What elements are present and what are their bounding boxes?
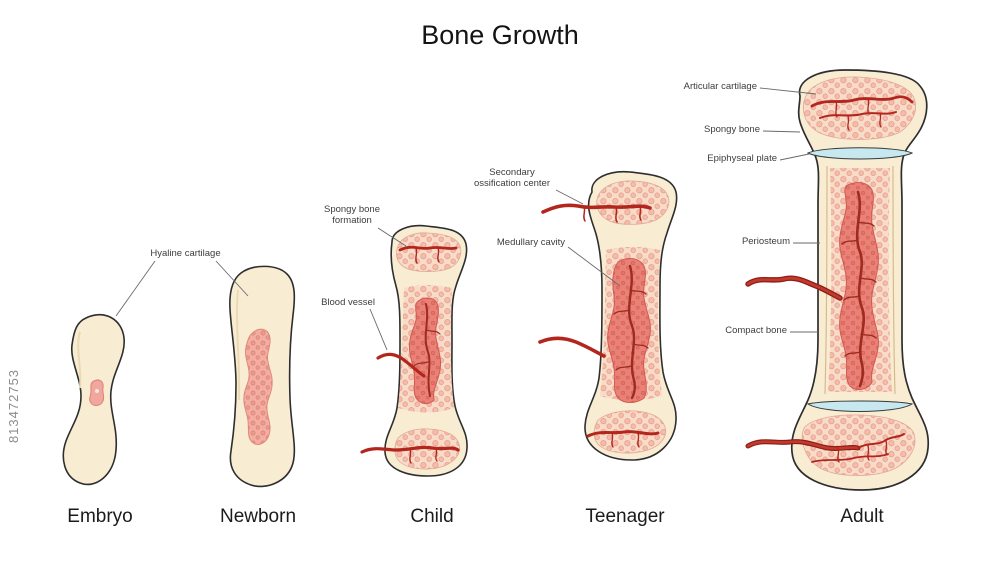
label-epiphyseal-plate: Epiphyseal plate xyxy=(707,153,777,164)
label-hyaline-cartilage: Hyaline cartilage xyxy=(150,248,221,259)
newborn-bone xyxy=(229,265,296,488)
label-articular-cartilage: Articular cartilage xyxy=(683,81,757,92)
label-medullary-cavity: Medullary cavity xyxy=(496,237,565,248)
stage-label-newborn: Newborn xyxy=(219,506,297,527)
label-spongy-bone: Spongy bone xyxy=(704,124,760,135)
embryo-bone xyxy=(62,313,125,486)
teenager-bone xyxy=(538,170,678,461)
stage-label-adult: Adult xyxy=(840,506,884,527)
child-bone xyxy=(360,224,468,477)
adult-bone xyxy=(745,69,930,491)
label-secondary-ossification-center: Secondary ossification center xyxy=(473,167,551,189)
leader-lines xyxy=(115,87,820,351)
label-blood-vessel: Blood vessel xyxy=(321,297,375,308)
label-spongy-bone-formation: Spongy bone formation xyxy=(324,204,380,226)
label-compact-bone: Compact bone xyxy=(725,325,787,336)
label-periosteum: Periosteum xyxy=(741,236,790,247)
stage-label-embryo: Embryo xyxy=(67,506,133,527)
stock-watermark-id: 813472753 xyxy=(6,368,21,444)
stage-label-child: Child xyxy=(410,506,454,527)
diagram-title: Bone Growth xyxy=(421,20,579,50)
stage-label-teenager: Teenager xyxy=(585,506,665,527)
